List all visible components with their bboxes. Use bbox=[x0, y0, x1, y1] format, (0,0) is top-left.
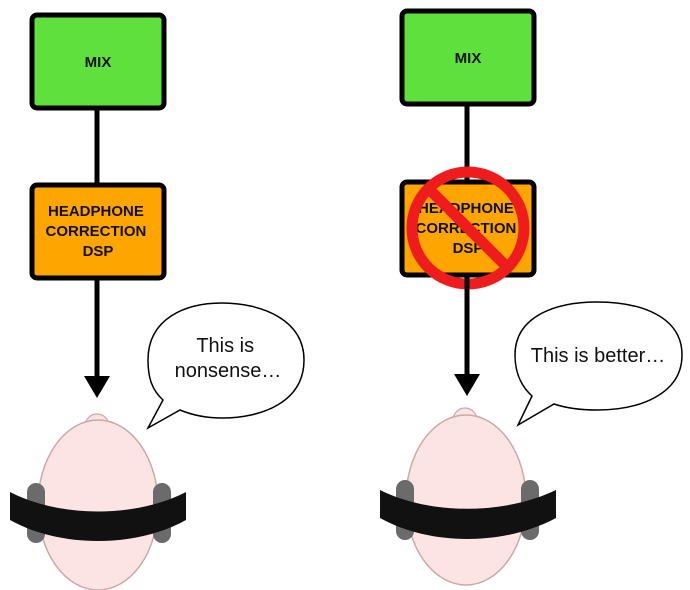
right-speech-text: This is better… bbox=[531, 345, 665, 367]
left-panel: MIX HEADPHONE CORRECTION DSP This is non… bbox=[10, 12, 305, 590]
left-mix-box bbox=[29, 12, 167, 111]
left-listener-head bbox=[10, 413, 186, 590]
right-arrow-head bbox=[454, 374, 480, 396]
right-dsp-line-1: HEADPHONE bbox=[418, 200, 514, 217]
left-mix-label: MIX bbox=[85, 54, 112, 71]
right-head bbox=[405, 414, 527, 586]
left-arrow-head bbox=[84, 376, 110, 398]
left-speech-text: This is nonsense… bbox=[175, 335, 282, 382]
left-head bbox=[37, 419, 159, 590]
right-panel: MIX HEADPHONE CORRECTION DSP This is bet… bbox=[380, 8, 683, 586]
right-mix-label: MIX bbox=[455, 50, 482, 67]
right-listener-head bbox=[380, 407, 556, 586]
left-dsp-line-1: HEADPHONE bbox=[48, 203, 144, 220]
right-headband bbox=[380, 490, 556, 539]
left-speech-line-2: nonsense… bbox=[175, 360, 282, 382]
left-dsp-label: HEADPHONE CORRECTION DSP bbox=[45, 203, 150, 260]
left-speech-bubble bbox=[146, 302, 305, 430]
left-dsp-line-3: DSP bbox=[83, 243, 114, 260]
right-mix-box bbox=[399, 8, 537, 107]
right-dsp-line-3: DSP bbox=[453, 240, 484, 257]
left-dsp-line-2: CORRECTION bbox=[45, 223, 146, 240]
left-headband bbox=[10, 492, 186, 541]
left-speech-line-1: This is bbox=[196, 335, 254, 357]
right-speech-bubble bbox=[514, 301, 683, 427]
